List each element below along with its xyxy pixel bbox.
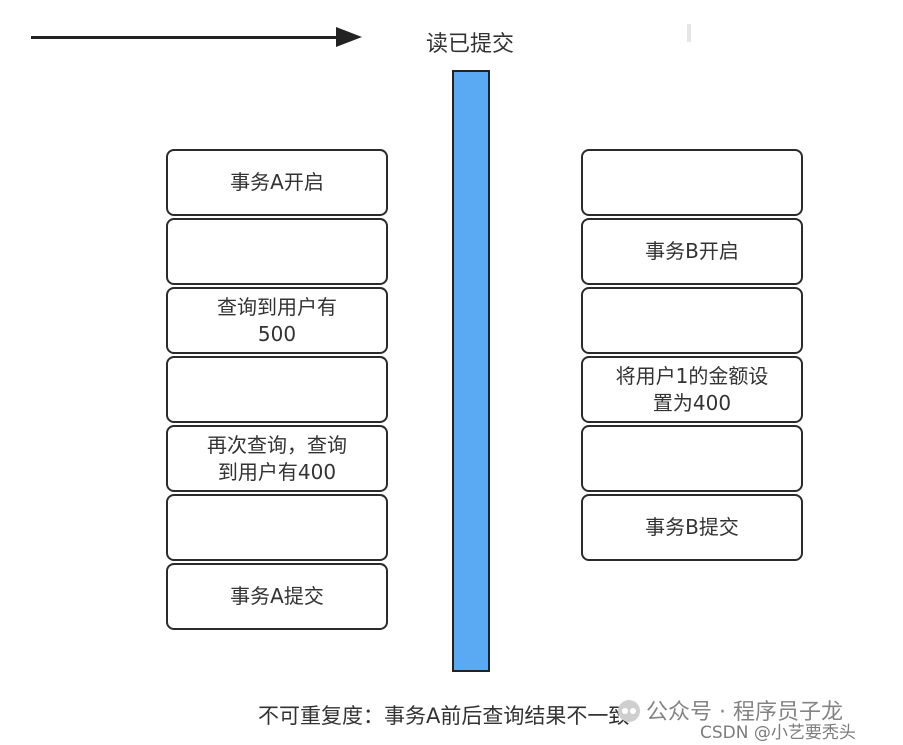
transaction-b-step-4: 将用户1的金额设 置为400 [581,356,803,423]
diagram-title: 读已提交 [425,32,514,57]
transaction-a-step-1: 事务A开启 [166,149,388,216]
transaction-a-column: 事务A开启 查询到用户有 500 再次查询，查询 到用户有400 事务A提交 [166,149,388,632]
transaction-b-step-5 [581,425,803,492]
wechat-icon [618,700,640,722]
transaction-a-step-7: 事务A提交 [166,563,388,630]
transaction-b-step-1 [581,149,803,216]
transaction-b-step-6: 事务B提交 [581,494,803,561]
transaction-a-step-5: 再次查询，查询 到用户有400 [166,425,388,492]
transaction-b-step-2: 事务B开启 [581,218,803,285]
transaction-a-step-6 [166,494,388,561]
transaction-a-step-4 [166,356,388,423]
transaction-b-step-3 [581,287,803,354]
transaction-b-column: 事务B开启 将用户1的金额设 置为400 事务B提交 [581,149,803,563]
diagram-caption: 不可重复度：事务A前后查询结果不一致 [258,704,630,728]
watermark-csdn: CSDN @小艺要秃头 [700,723,856,743]
transaction-a-step-2 [166,218,388,285]
time-arrow-head [336,27,362,47]
time-arrow-line [31,36,339,39]
watermark-account: 公众号 · 程序员子龙 [646,700,843,725]
transaction-a-step-3: 查询到用户有 500 [166,287,388,354]
decorative-tick [687,24,691,42]
timeline-bar [452,70,490,672]
